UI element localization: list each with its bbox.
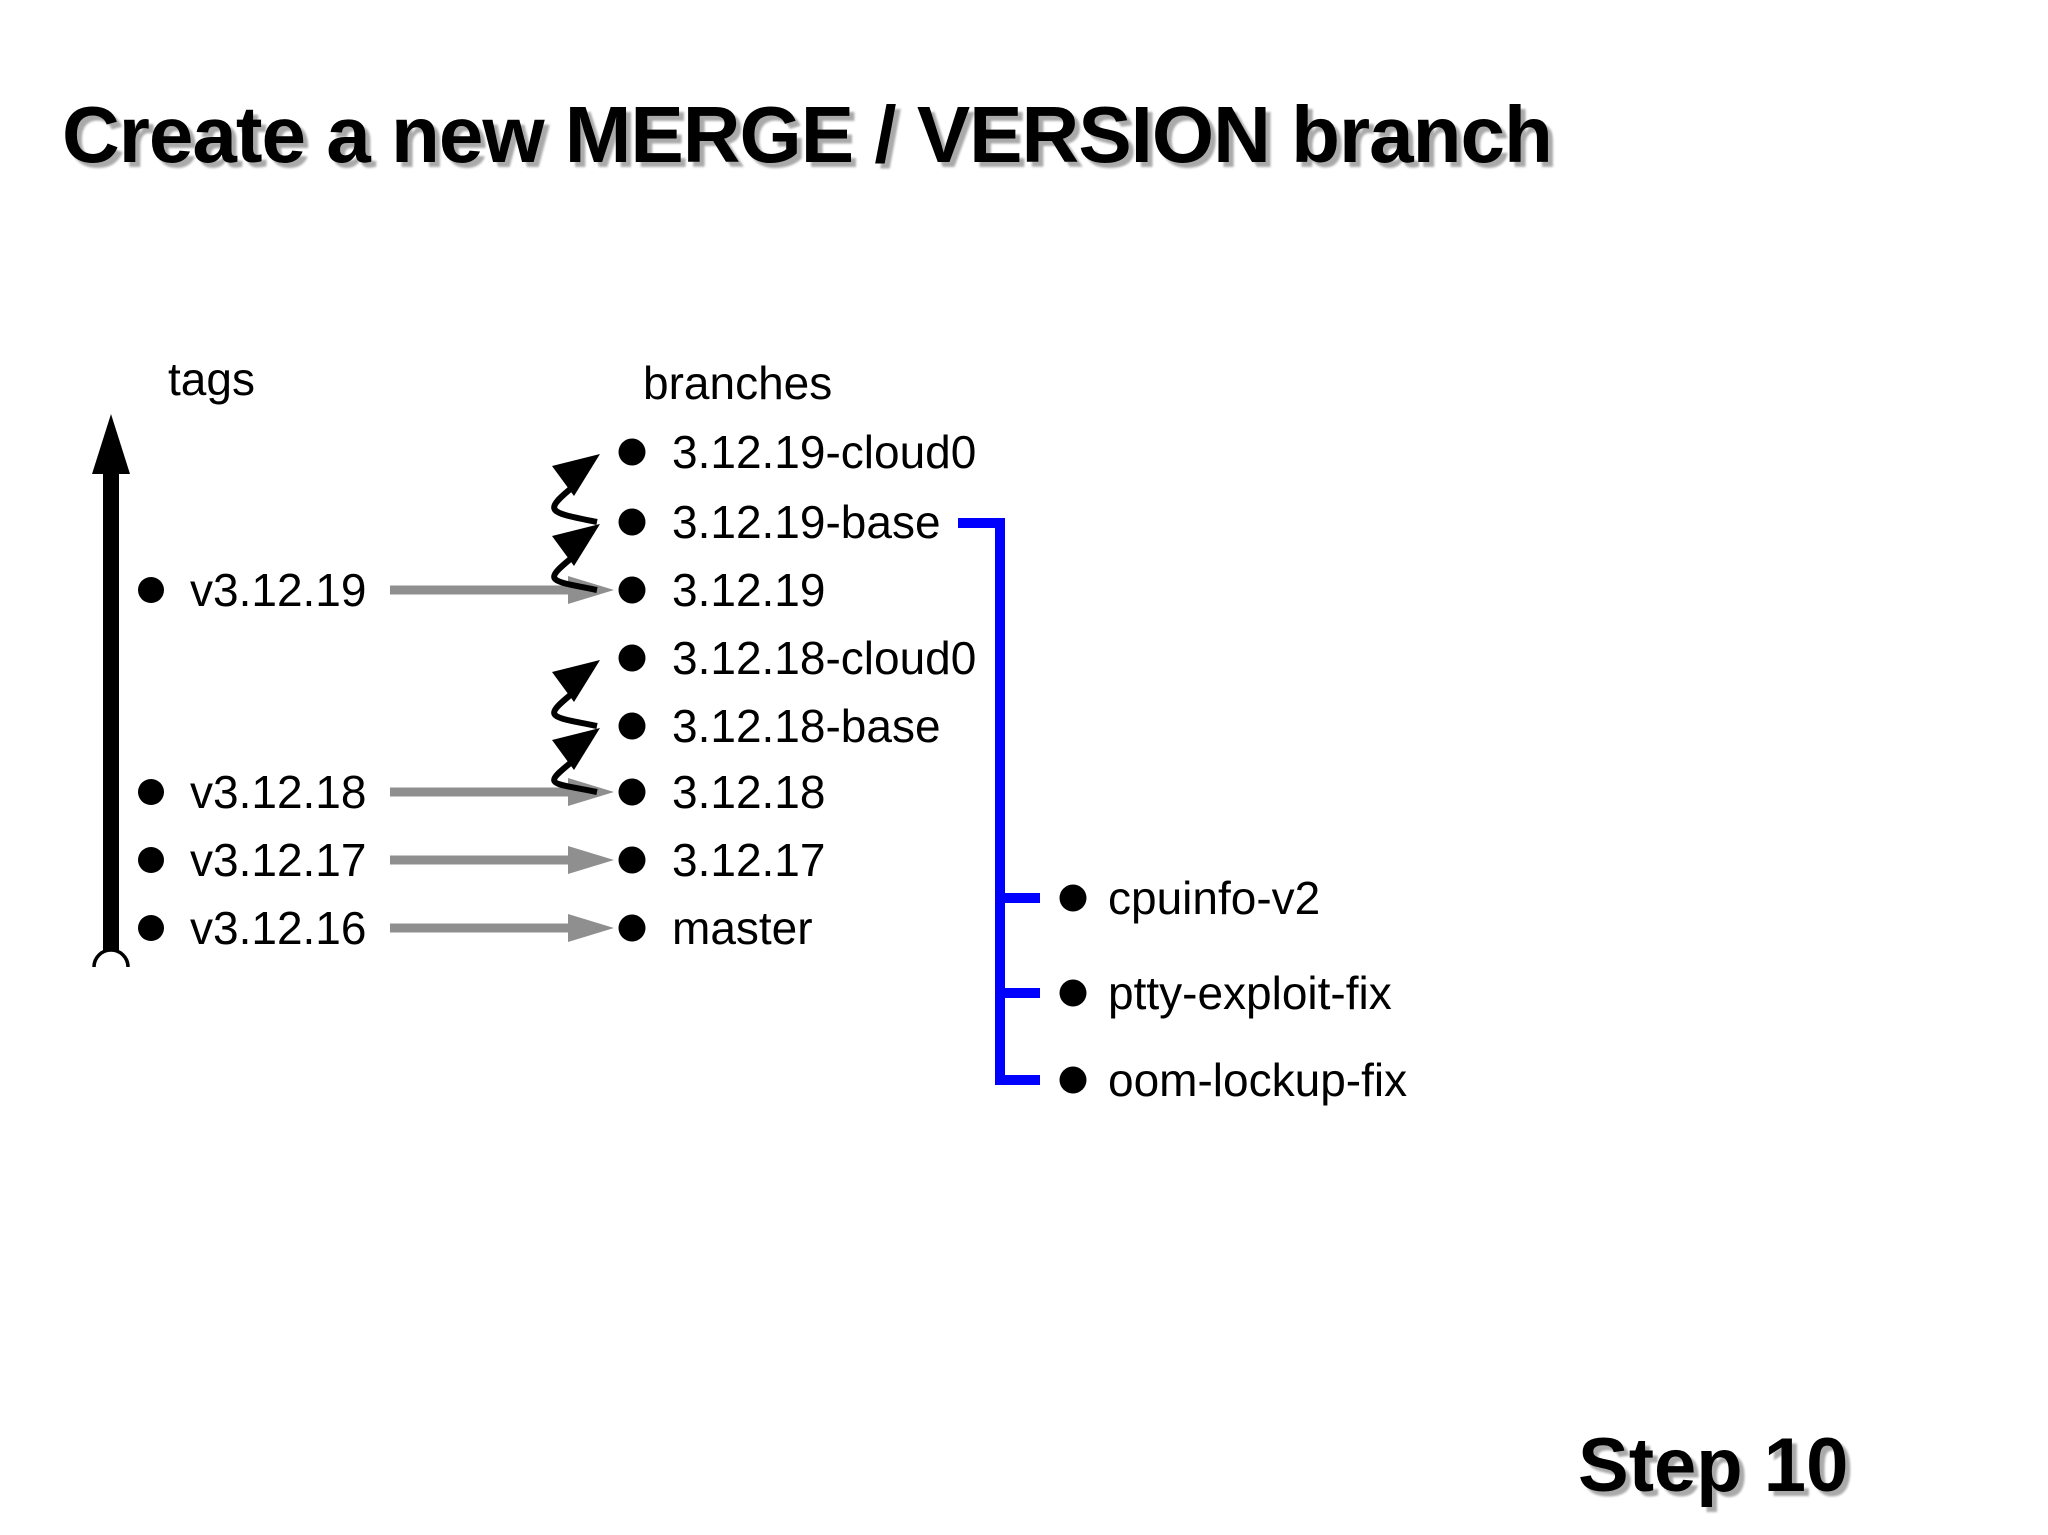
branch-label: 3.12.19-base [672, 496, 941, 548]
tag-arrow-v3-12-19 [390, 576, 614, 604]
branch-dot-ptty-exploit-fix [1059, 979, 1087, 1007]
branch-dot-3-12-18 [618, 778, 646, 806]
branch-curve [551, 757, 598, 795]
step-label: Step 10 [1578, 1423, 1849, 1508]
branch-label: 3.12.18-base [672, 700, 941, 752]
tag-label: v3.12.18 [190, 766, 367, 818]
branch-curve-head [552, 728, 600, 770]
branch-curve [551, 689, 598, 729]
branch-dot-cpuinfo-v2 [1059, 884, 1087, 912]
branch-dot-3-12-18-base [618, 712, 646, 740]
branch-dot-master [618, 914, 646, 942]
timeline-arrow [92, 414, 130, 968]
branch-curve-head [552, 660, 600, 702]
tag-dot-v3-12-18 [138, 779, 164, 805]
timeline-shaft [103, 462, 119, 952]
tag-dot-v3-12-19 [138, 577, 164, 603]
slide-title: Create a new MERGE / VERSION branch [62, 90, 1553, 179]
feature-branch-label: oom-lockup-fix [1108, 1054, 1408, 1106]
branch-label: 3.12.19-cloud0 [672, 426, 977, 478]
feature-branch-label: ptty-exploit-fix [1108, 967, 1392, 1019]
tag-arrow-head [568, 846, 614, 874]
tag-dot-v3-12-16 [138, 915, 164, 941]
tag-dot-v3-12-17 [138, 847, 164, 873]
timeline-origin-hook [92, 948, 130, 968]
branch-dot-oom-lockup-fix [1059, 1066, 1087, 1094]
branch-dot-3-12-18-cloud0 [618, 644, 646, 672]
branches-column-header: branches [643, 357, 833, 409]
tag-label: v3.12.19 [190, 564, 367, 616]
branch-curve-18-to-base [551, 728, 600, 795]
branch-dot-3-12-19-cloud0 [618, 438, 646, 466]
branch-curve-19-to-base [551, 524, 600, 593]
branch-dot-3-12-19 [618, 576, 646, 604]
branch-dot-3-12-19-base [618, 508, 646, 536]
branch-curve [551, 553, 598, 593]
branch-label: 3.12.18-cloud0 [672, 632, 977, 684]
tag-arrow-v3-12-17 [390, 846, 614, 874]
tag-arrow-v3-12-18 [390, 778, 614, 806]
branch-label: master [672, 902, 813, 954]
branch-dot-3-12-17 [618, 846, 646, 874]
branch-label: 3.12.19 [672, 564, 826, 616]
branch-curve-head [552, 524, 600, 566]
tags-column-header: tags [168, 353, 255, 405]
feature-branch-label: cpuinfo-v2 [1108, 872, 1321, 924]
merge-bracket [958, 518, 1040, 1085]
tag-arrow-head [568, 914, 614, 942]
branch-label: 3.12.18 [672, 766, 826, 818]
timeline-arrowhead [92, 414, 130, 474]
branch-curve-head [552, 454, 600, 496]
branch-label: 3.12.17 [672, 834, 826, 886]
branch-curve-base-to-cloud0 [551, 454, 600, 525]
branch-curve [551, 483, 598, 525]
tag-label: v3.12.17 [190, 834, 367, 886]
branch-curve-base18-to-cloud0 [551, 660, 600, 729]
merge-bracket-spine [958, 518, 1040, 1085]
tag-label: v3.12.16 [190, 902, 367, 954]
tag-arrow-v3-12-16 [390, 914, 614, 942]
